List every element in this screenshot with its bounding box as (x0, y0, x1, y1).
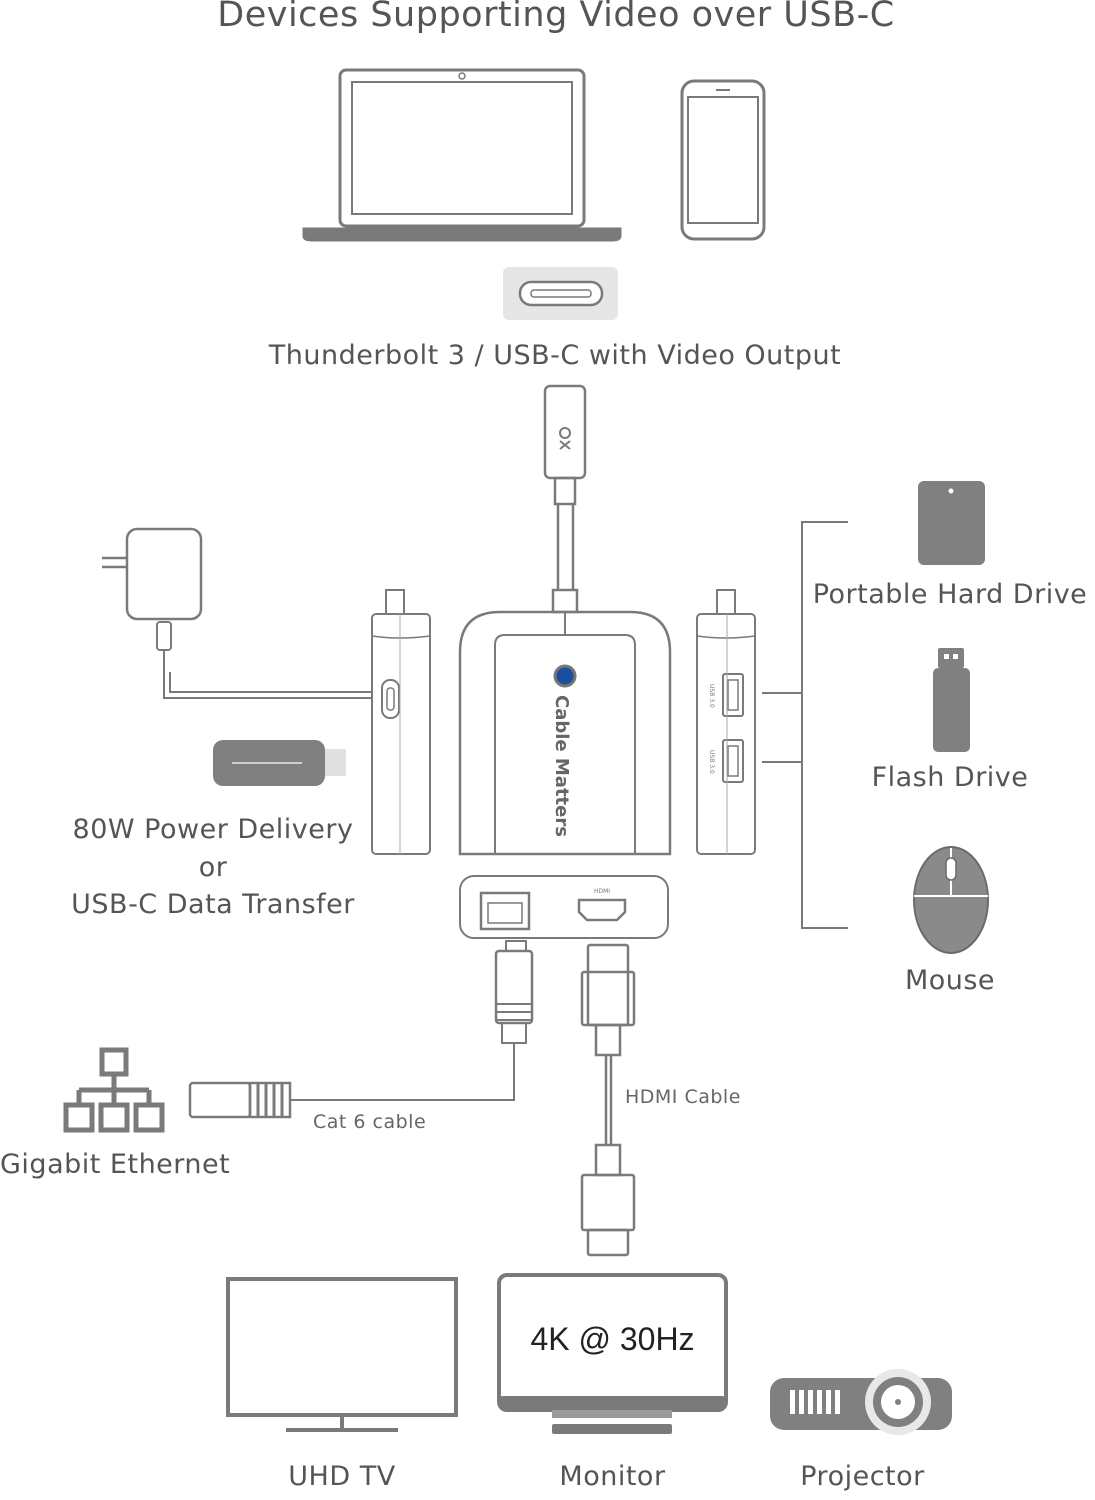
thunderbolt-label: Thunderbolt 3 / USB-C with Video Output (268, 340, 842, 371)
monitor-label: Monitor (559, 1461, 666, 1492)
mouse-label: Mouse (904, 965, 996, 996)
hub-right-side (696, 589, 756, 855)
hub-left-side (371, 589, 431, 855)
hard-drive-label: Portable Hard Drive (812, 579, 1088, 610)
monitor-icon (497, 1273, 728, 1434)
flash-drive-label: Flash Drive (871, 762, 1029, 793)
usb-c-plug-icon (543, 384, 587, 614)
ethernet-plug-icon (290, 940, 534, 1101)
power-delivery-label: 80W Power Delivery (72, 814, 354, 845)
cat6-cable-label: Cat 6 cable (313, 1111, 427, 1133)
hub-usb-port-label-1: USB 3.0 (708, 684, 715, 708)
projector-icon (770, 1369, 952, 1435)
network-icon (63, 1047, 165, 1133)
hub-front-ports (459, 875, 669, 939)
hdmi-cable-icon (580, 943, 636, 1257)
page-title: Devices Supporting Video over USB-C (217, 0, 895, 35)
monitor-resolution-label: 4K @ 30Hz (530, 1321, 695, 1357)
power-or-label: or (198, 852, 228, 883)
hub-hdmi-port-label: HDMI (594, 888, 610, 895)
hard-drive-icon (918, 481, 985, 565)
gigabit-ethernet-label: Gigabit Ethernet (0, 1149, 231, 1180)
hub-body (458, 610, 672, 856)
projector-label: Projector (800, 1461, 925, 1492)
usb-c-port-icon (503, 267, 618, 320)
cat6-connector-icon (188, 1081, 292, 1119)
hub-brand-label: Cable Matters (551, 695, 572, 837)
mouse-icon (913, 846, 989, 954)
flash-drive-icon (933, 648, 970, 752)
hub-usb-port-label-2: USB 3.0 (708, 750, 715, 774)
peripheral-bracket (762, 521, 848, 929)
tv-icon (226, 1277, 458, 1432)
hdmi-cable-label: HDMI Cable (625, 1086, 741, 1108)
usb-stick-icon (213, 740, 346, 786)
phone-icon (680, 79, 766, 241)
data-transfer-label: USB-C Data Transfer (71, 889, 355, 920)
uhd-tv-label: UHD TV (288, 1461, 396, 1492)
power-adapter-icon (102, 527, 372, 699)
laptop-icon (302, 68, 622, 242)
